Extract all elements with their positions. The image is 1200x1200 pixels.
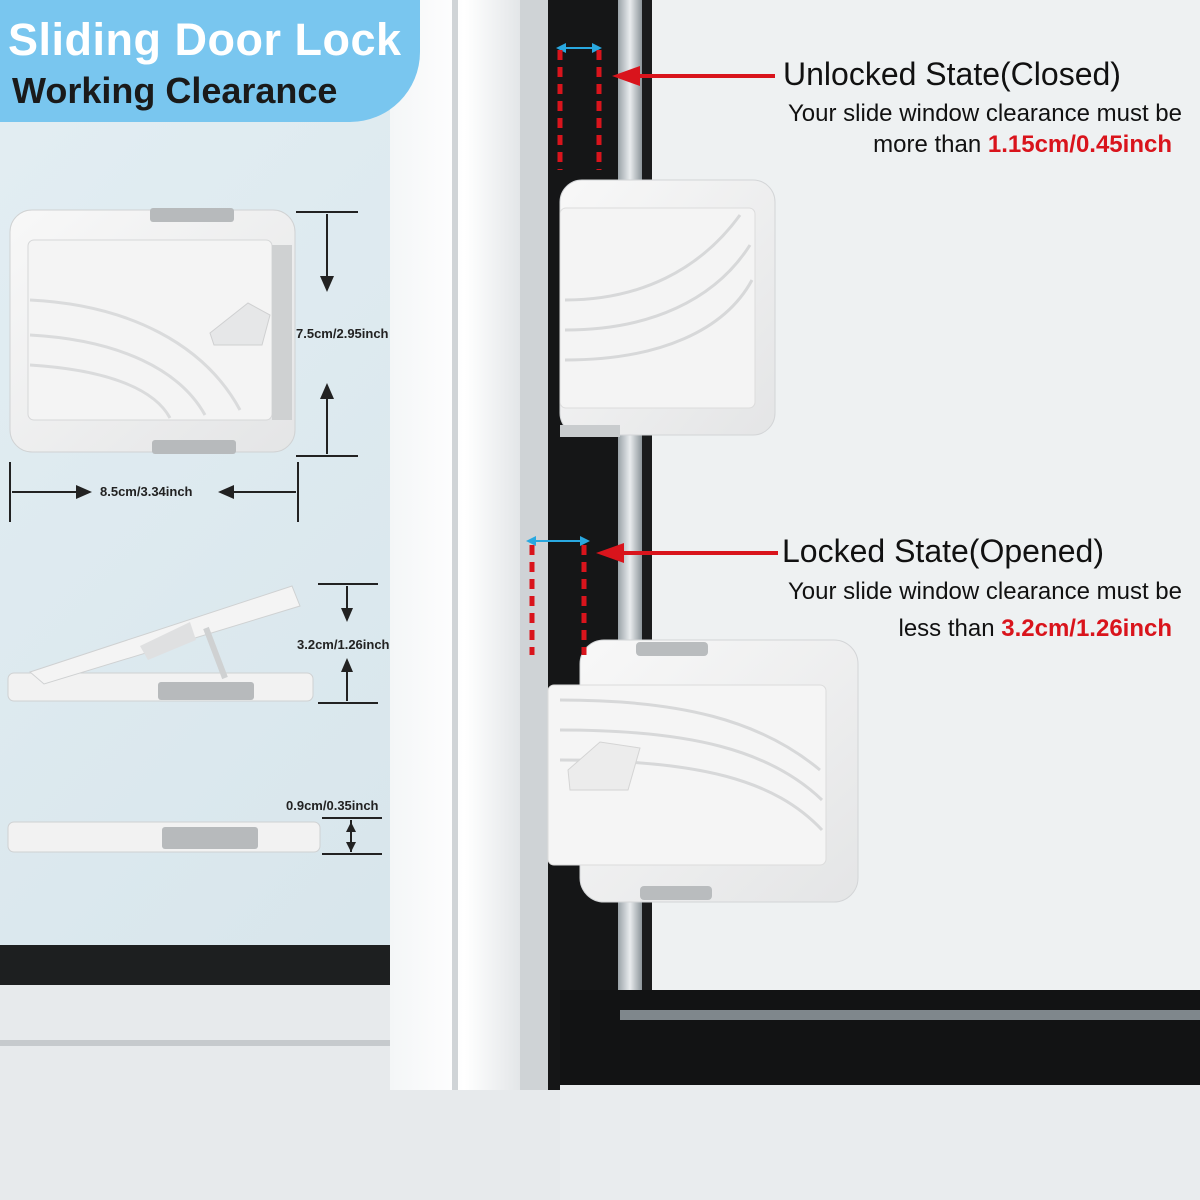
right-bottom-rail	[560, 990, 1200, 1085]
height-dimension-label: 7.5cm/2.95inch	[296, 326, 389, 341]
locked-state-line1: Your slide window clearance must be	[788, 578, 1182, 605]
width-dimension-label: 8.5cm/3.34inch	[100, 484, 193, 499]
locked-state-title: Locked State(Opened)	[782, 533, 1104, 569]
unlocked-clearance-value: 1.15cm/0.45inch	[987, 131, 1172, 158]
lock-open-side-view	[7, 585, 314, 702]
unlocked-prefix: more than	[873, 131, 988, 158]
locked-state-line2: less than 3.2cm/1.26inch	[899, 615, 1173, 643]
unlocked-state-line1: Your slide window clearance must be	[788, 100, 1182, 127]
unlocked-state-line2: more than 1.15cm/0.45inch	[873, 131, 1172, 159]
open-height-dimension-label: 3.2cm/1.26inch	[297, 637, 390, 652]
page-title: Sliding Door Lock	[8, 14, 402, 65]
title-banner: Sliding Door Lock Working Clearance	[0, 0, 420, 122]
unlocked-state-title: Unlocked State(Closed)	[783, 56, 1121, 92]
locked-clearance-value: 3.2cm/1.26inch	[1001, 615, 1172, 642]
thickness-dimension-label: 0.9cm/0.35inch	[286, 798, 379, 813]
vertical-frame	[390, 0, 540, 1090]
page-subtitle: Working Clearance	[12, 70, 338, 111]
locked-prefix: less than	[898, 615, 1002, 642]
lock-closed-side-view	[7, 821, 321, 853]
right-sill	[560, 1085, 1200, 1200]
